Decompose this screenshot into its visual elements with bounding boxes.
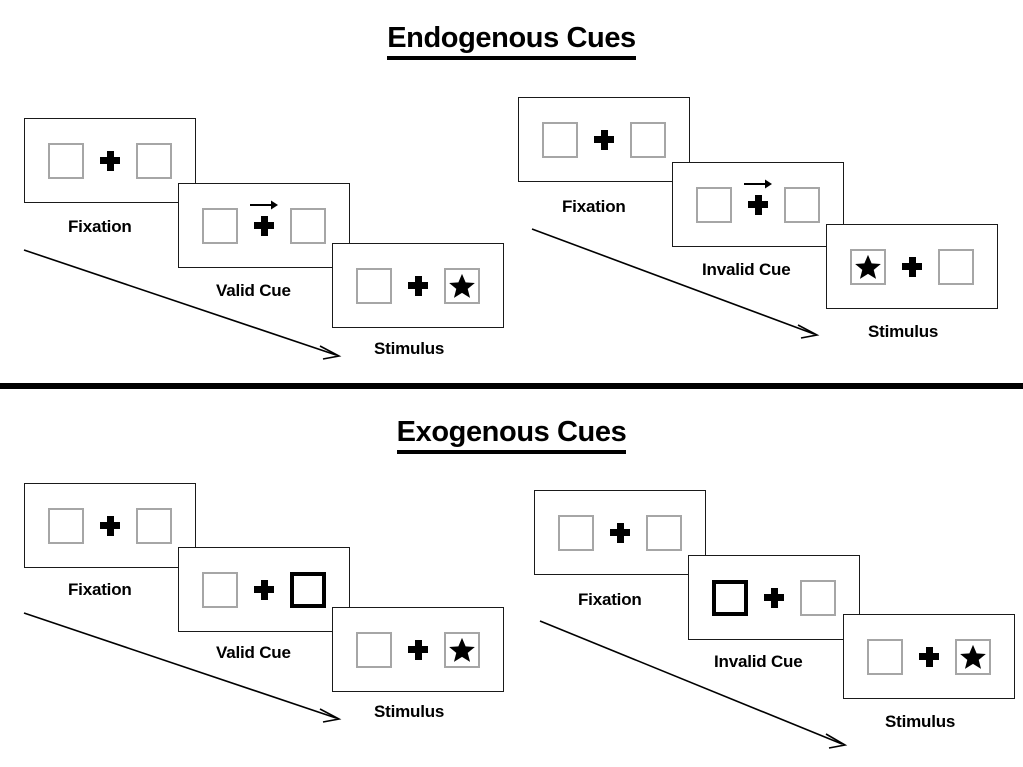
panel-endogenous-valid-fixation — [24, 118, 196, 203]
panel-exogenous-valid-stimulus — [332, 607, 504, 692]
cue-center — [744, 179, 772, 215]
target-box-right — [444, 631, 480, 668]
arrow-right-cue-icon — [744, 179, 772, 188]
caption-endogenous-valid-stimulus: Stimulus — [374, 339, 445, 358]
caption-exogenous-invalid-cue: Invalid Cue — [714, 652, 803, 671]
arrow-right-cue-icon — [250, 200, 278, 209]
target-box-right — [955, 638, 991, 675]
placeholder-box-left — [356, 267, 392, 304]
placeholder-box-right — [646, 514, 682, 551]
fixation-cross-icon — [594, 129, 614, 150]
panel-exogenous-invalid-cue — [688, 555, 860, 640]
caption-exogenous-invalid-fixation: Fixation — [578, 590, 642, 609]
fixation-cross-icon — [748, 194, 768, 215]
placeholder-box-left — [696, 186, 732, 223]
placeholder-box-right — [784, 186, 820, 223]
caption-endogenous-invalid-stimulus: Stimulus — [868, 322, 939, 341]
fixation-cross-icon — [610, 522, 630, 543]
cue-center — [610, 522, 630, 543]
endogenous-title-text: Endogenous Cues — [387, 22, 636, 60]
star-stimulus-icon — [449, 637, 475, 662]
exogenous-title-text: Exogenous Cues — [396, 416, 627, 454]
placeholder-box-right — [136, 507, 172, 544]
section-divider — [0, 383, 1023, 389]
cue-center — [764, 587, 784, 608]
placeholder-box-right — [800, 579, 836, 616]
cue-center — [919, 646, 939, 667]
caption-exogenous-valid-stimulus: Stimulus — [374, 702, 445, 721]
star-stimulus-icon — [855, 254, 881, 279]
fixation-cross-icon — [254, 215, 274, 236]
fixation-cross-icon — [764, 587, 784, 608]
caption-endogenous-invalid-fixation: Fixation — [562, 197, 626, 216]
target-box-left — [850, 248, 886, 285]
cue-center — [594, 129, 614, 150]
placeholder-box-right — [136, 142, 172, 179]
placeholder-box-left — [558, 514, 594, 551]
panel-exogenous-valid-fixation — [24, 483, 196, 568]
fixation-cross-icon — [919, 646, 939, 667]
panel-endogenous-invalid-cue — [672, 162, 844, 247]
placeholder-box-right — [938, 248, 974, 285]
target-box-right — [444, 267, 480, 304]
panel-endogenous-invalid-stimulus — [826, 224, 998, 309]
cue-center — [408, 275, 428, 296]
panel-exogenous-valid-cue — [178, 547, 350, 632]
exogenous-section-title: Exogenous Cues — [0, 416, 1023, 454]
cue-center — [254, 579, 274, 600]
fixation-cross-icon — [408, 639, 428, 660]
cue-center — [902, 256, 922, 277]
placeholder-box-left — [356, 631, 392, 668]
panel-exogenous-invalid-fixation — [534, 490, 706, 575]
cue-center — [100, 150, 120, 171]
panel-exogenous-invalid-stimulus — [843, 614, 1015, 699]
fixation-cross-icon — [902, 256, 922, 277]
placeholder-box-left — [48, 142, 84, 179]
panel-endogenous-valid-cue — [178, 183, 350, 268]
caption-endogenous-valid-cue: Valid Cue — [216, 281, 291, 300]
cue-center — [408, 639, 428, 660]
caption-exogenous-valid-fixation: Fixation — [68, 580, 132, 599]
star-stimulus-icon — [449, 273, 475, 298]
star-stimulus-icon — [960, 644, 986, 669]
panel-endogenous-invalid-fixation — [518, 97, 690, 182]
placeholder-box-right — [290, 207, 326, 244]
caption-exogenous-valid-cue: Valid Cue — [216, 643, 291, 662]
fixation-cross-icon — [100, 150, 120, 171]
cue-center — [100, 515, 120, 536]
fixation-cross-icon — [254, 579, 274, 600]
caption-exogenous-invalid-stimulus: Stimulus — [885, 712, 956, 731]
panel-endogenous-valid-stimulus — [332, 243, 504, 328]
cued-box-left — [712, 579, 748, 616]
placeholder-box-right — [630, 121, 666, 158]
placeholder-box-left — [202, 571, 238, 608]
placeholder-box-left — [48, 507, 84, 544]
cue-center — [250, 200, 278, 236]
fixation-cross-icon — [100, 515, 120, 536]
fixation-cross-icon — [408, 275, 428, 296]
caption-endogenous-invalid-cue: Invalid Cue — [702, 260, 791, 279]
cued-box-right — [290, 571, 326, 608]
placeholder-box-left — [202, 207, 238, 244]
caption-endogenous-valid-fixation: Fixation — [68, 217, 132, 236]
endogenous-section-title: Endogenous Cues — [0, 22, 1023, 60]
placeholder-box-left — [867, 638, 903, 675]
placeholder-box-left — [542, 121, 578, 158]
